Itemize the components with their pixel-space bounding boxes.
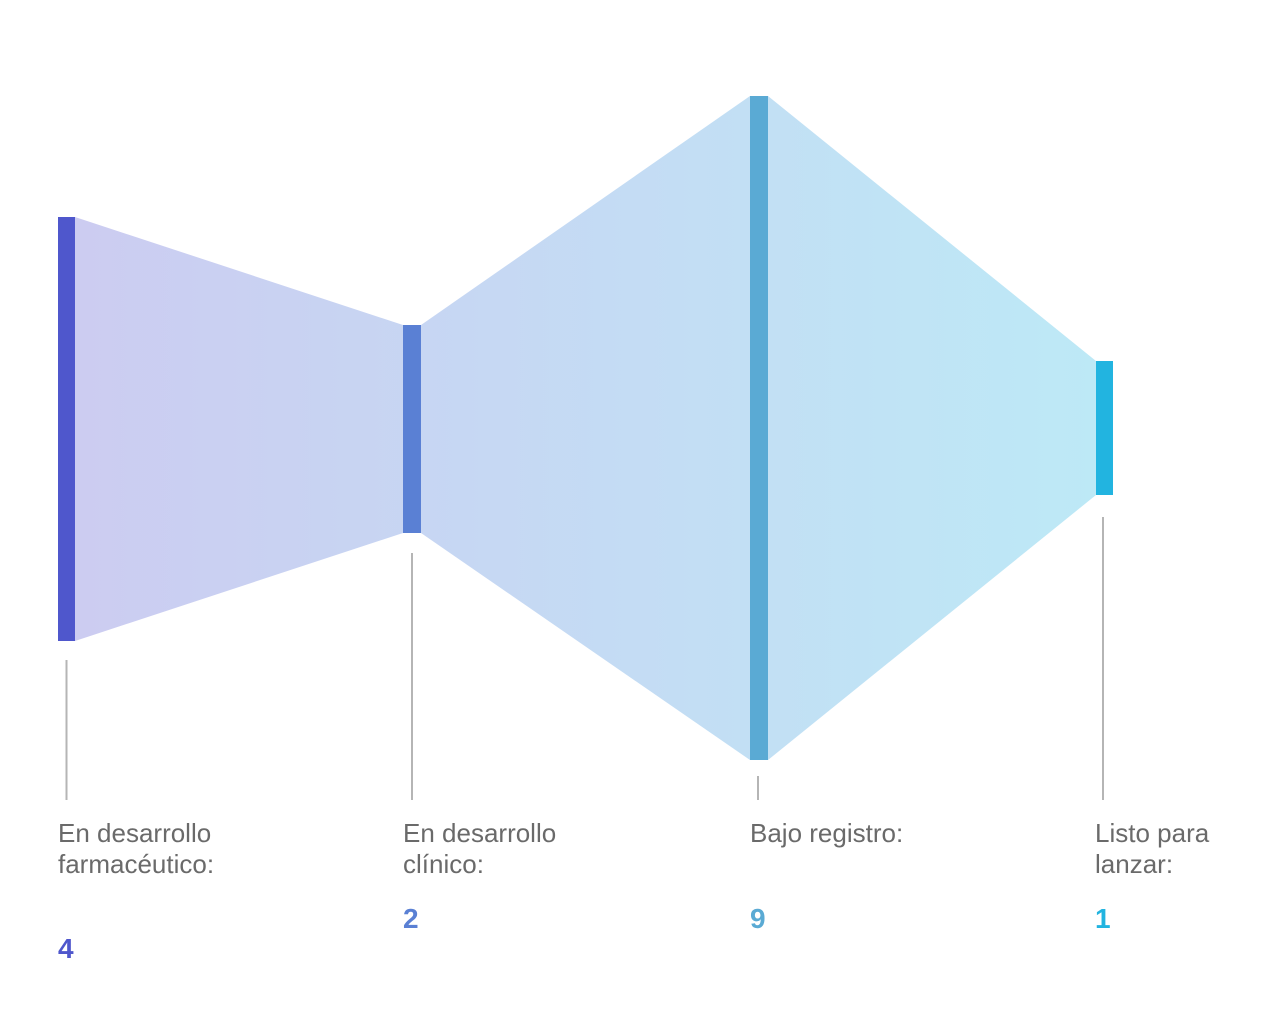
flow-band-3 [768,96,1096,760]
flow-band-1 [75,217,403,641]
stage-value-clinical: 2 [403,903,419,934]
stage-value-registry: 9 [750,903,766,934]
stage-value-pharma: 4 [58,933,74,964]
stage-bar-launch [1096,361,1113,495]
stage-label-pharma: En desarrollo farmacéutico: [58,818,215,879]
stage-label-registry: Bajo registro: [750,818,904,848]
stage-bar-clinical [403,325,421,533]
stage-bar-registry [750,96,768,760]
stage-label-clinical: En desarrollo clínico: [403,818,557,879]
stage-bar-pharma [58,217,75,641]
stage-label-launch: Listo para lanzar: [1095,818,1210,879]
stage-value-launch: 1 [1095,903,1111,934]
flow-band-2 [421,96,750,760]
